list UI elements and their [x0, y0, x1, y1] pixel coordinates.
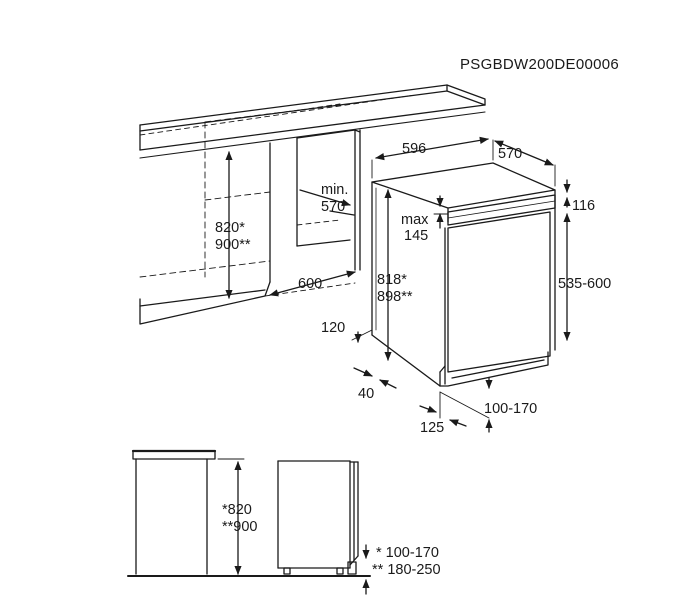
dimension-width-596	[372, 136, 493, 178]
label-top-116: 116	[572, 198, 595, 214]
label-min-570: 570	[321, 199, 345, 215]
dimension-40	[354, 368, 396, 388]
label-side-900: **900	[222, 519, 257, 535]
label-range-100-170: 100-170	[484, 401, 537, 417]
label-height-818: 818*	[377, 272, 407, 288]
label-max-145: 145	[404, 228, 428, 244]
label-120: 120	[321, 320, 345, 336]
label-max: max	[401, 212, 429, 228]
dimension-side-height	[218, 459, 244, 575]
label-height-820: 820*	[215, 220, 245, 236]
label-min: min.	[321, 182, 348, 198]
kitchen-worktop	[140, 85, 485, 150]
label-height-900: 900**	[215, 237, 251, 253]
label-niche-600: 600	[298, 276, 322, 292]
dimension-depth-570	[494, 141, 555, 186]
dimension-max-145	[434, 196, 448, 228]
label-height-898: 898**	[377, 289, 413, 305]
dimension-120	[352, 330, 372, 343]
label-side-820: *820	[222, 502, 252, 518]
side-view-cabinet	[133, 451, 215, 574]
label-side-180-250: ** 180-250	[372, 562, 441, 578]
dimension-100-170	[440, 378, 493, 432]
dimension-niche-depth-min	[300, 190, 354, 215]
label-range-535-600: 535-600	[558, 276, 611, 292]
label-width-596: 596	[402, 141, 426, 157]
label-side-100-170: * 100-170	[376, 545, 439, 561]
label-40: 40	[358, 386, 374, 402]
label-depth-570: 570	[498, 146, 522, 162]
dimension-125	[420, 392, 466, 426]
dishwasher-body	[372, 163, 555, 386]
model-code: PSGBDW200DE00006	[460, 56, 619, 73]
side-view-dishwasher	[278, 461, 358, 574]
kitchen-cabinets	[140, 104, 485, 324]
dimension-niche-width	[269, 270, 356, 297]
label-125: 125	[420, 420, 444, 436]
